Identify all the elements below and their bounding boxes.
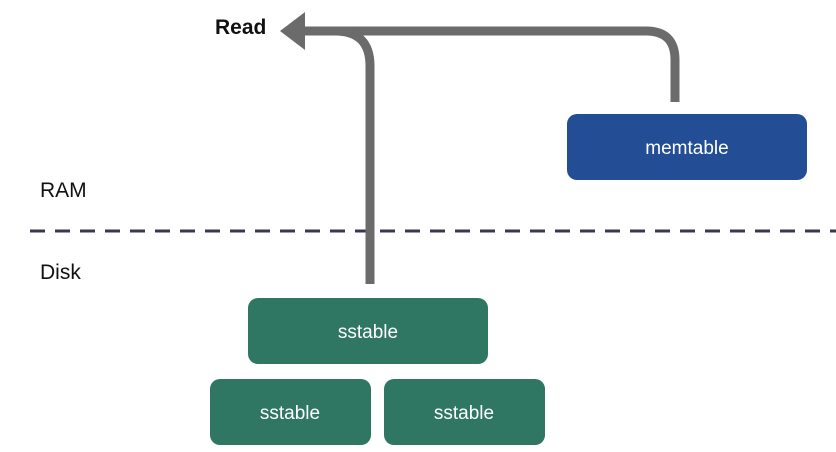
sstable-box-bottom-right: sstable [384, 379, 545, 445]
disk-label: Disk [40, 261, 81, 284]
memtable-box-shape [567, 114, 807, 180]
sstable-box-bottom-right-shape [384, 379, 545, 445]
sstable-label: sstable [338, 322, 398, 343]
sstable-box-bottom-left-shape [210, 379, 371, 445]
sstable-read-arrow [334, 26, 375, 284]
read-arrowhead [280, 12, 305, 50]
sstable-label: sstable [260, 403, 320, 424]
sstable-box-bottom-left: sstable [210, 379, 371, 445]
sstable-box-top-shape [248, 298, 488, 364]
memtable-read-arrow [305, 26, 680, 102]
sstable-box-top: sstable [248, 298, 488, 364]
sstable-label: sstable [434, 403, 494, 424]
read-label: Read [215, 16, 266, 39]
ram-label: RAM [40, 179, 87, 202]
memtable-label: memtable [645, 138, 728, 159]
memtable-box: memtable [567, 114, 807, 180]
